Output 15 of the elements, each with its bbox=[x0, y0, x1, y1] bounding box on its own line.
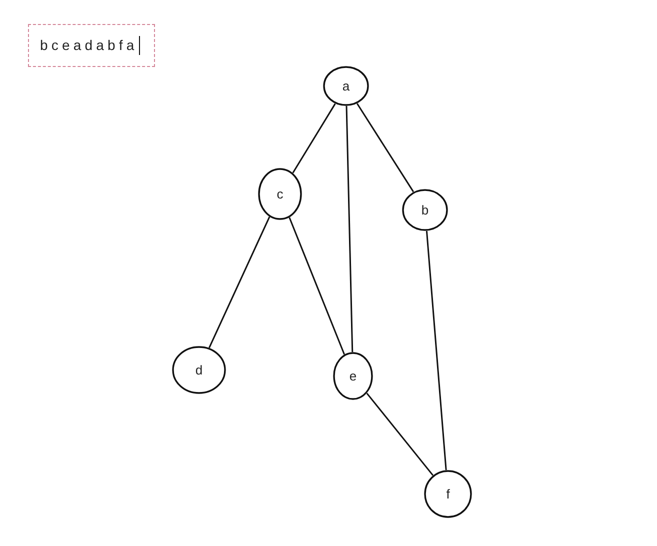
vertex-label: a bbox=[342, 80, 350, 92]
edge-line bbox=[346, 106, 354, 352]
text-box bbox=[28, 24, 155, 67]
edge-line bbox=[292, 103, 336, 174]
vertex-label: e bbox=[349, 370, 357, 382]
edge-line bbox=[288, 217, 345, 355]
sequence-text: bceadabfa bbox=[40, 38, 138, 54]
edge-line bbox=[208, 216, 270, 348]
edge-line bbox=[366, 392, 434, 476]
vertex-label: c bbox=[276, 188, 284, 200]
vertex-label: b bbox=[421, 204, 429, 216]
edge-line bbox=[426, 230, 447, 470]
edge-line bbox=[356, 103, 414, 192]
vertex-label: f bbox=[446, 488, 450, 500]
vertex-label: d bbox=[195, 364, 203, 376]
